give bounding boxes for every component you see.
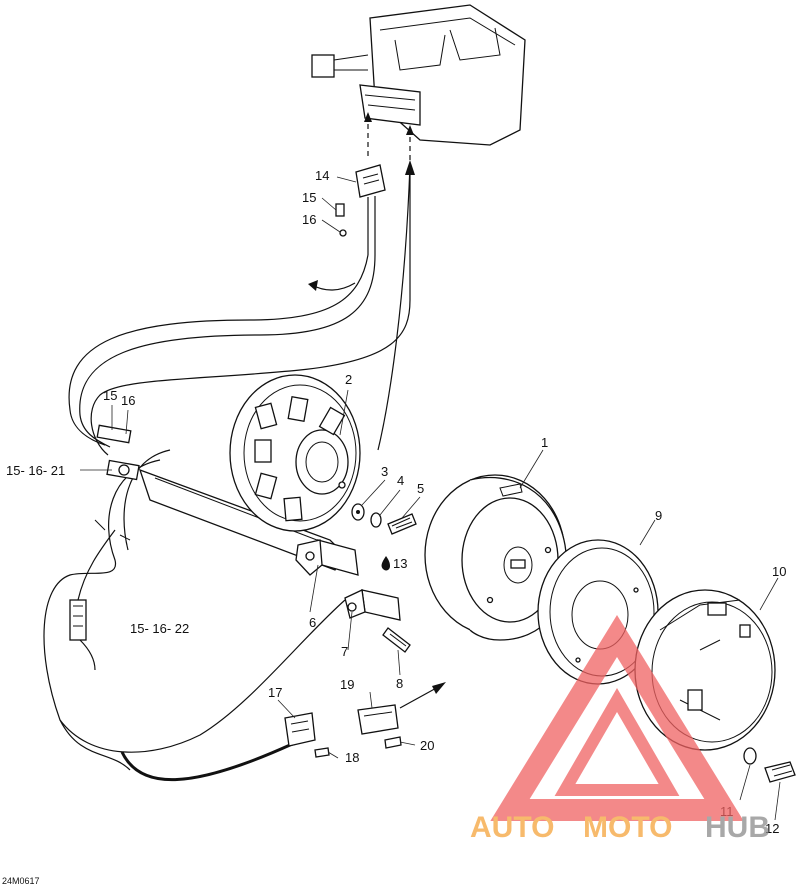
callout-19: 19 [340, 677, 354, 692]
callout-leaders [80, 176, 781, 821]
harness-connectors [69, 424, 140, 671]
wiring-harness [43, 160, 415, 782]
callout-2: 2 [345, 372, 352, 387]
oil-drop-icon [381, 556, 390, 571]
pickup-sensor [295, 539, 359, 576]
center-bolt [743, 747, 796, 783]
connector-17 [284, 712, 330, 758]
callout-9: 9 [655, 508, 662, 523]
connector-19 [357, 682, 446, 749]
callout-8: 8 [396, 676, 403, 691]
callout-4: 4 [397, 473, 404, 488]
washers-bolt [351, 503, 417, 535]
callout-5: 5 [417, 481, 424, 496]
callout-13: 13 [393, 556, 407, 571]
callout-18: 18 [345, 750, 359, 765]
module-connection-leads [364, 112, 414, 165]
stator [229, 374, 361, 532]
callout-17: 17 [268, 685, 282, 700]
trigger-coil [344, 589, 411, 653]
callout-16-top: 16 [302, 212, 316, 227]
callout-20: 20 [420, 738, 434, 753]
callout-6: 6 [309, 615, 316, 630]
watermark-hub: HUB [705, 811, 770, 844]
connector-14 [335, 164, 386, 255]
callout-15-top: 15 [302, 190, 316, 205]
watermark-auto: AUTO [470, 811, 554, 844]
callout-15: 15 [103, 388, 117, 403]
callout-15-16-21: 15- 16- 21 [6, 463, 65, 478]
diagram-code: 24M0617 [2, 876, 40, 886]
ignition-module [311, 4, 526, 146]
callout-1: 1 [541, 435, 548, 450]
callout-3: 3 [381, 464, 388, 479]
callout-7: 7 [341, 644, 348, 659]
callout-10: 10 [772, 564, 786, 579]
callout-12: 12 [765, 821, 779, 836]
watermark-logo: AUTO MOTO HUB [470, 615, 770, 844]
callout-16: 16 [121, 393, 135, 408]
callout-15-16-22: 15- 16- 22 [130, 621, 189, 636]
callout-14: 14 [315, 168, 329, 183]
watermark-moto: MOTO [583, 811, 672, 844]
trigger-wheel-cover [634, 589, 776, 751]
